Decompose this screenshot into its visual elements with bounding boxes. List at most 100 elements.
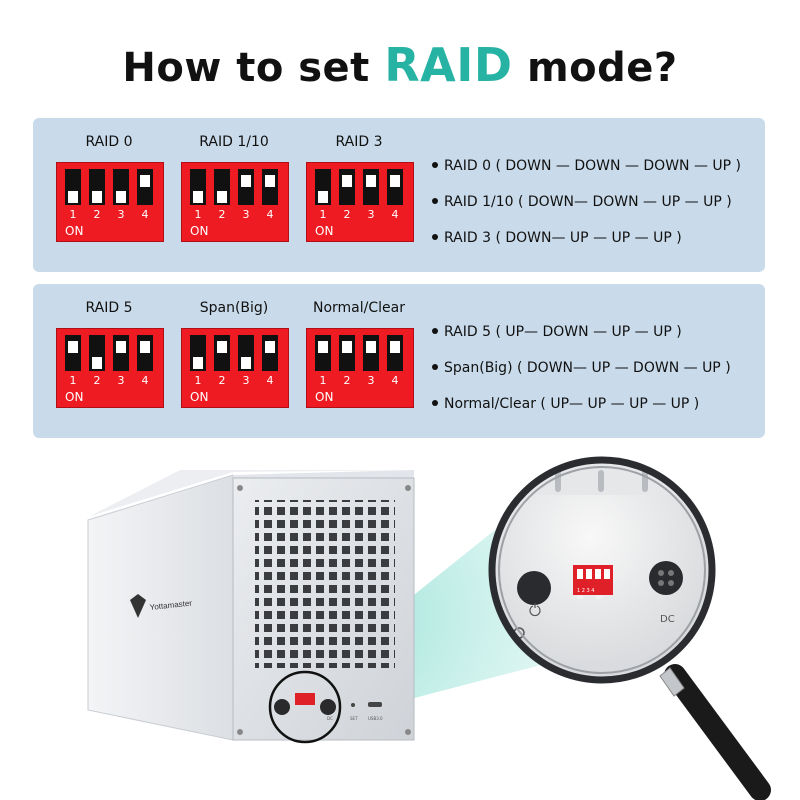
dip-knob: [342, 175, 352, 187]
dip-knob: [193, 357, 203, 369]
usb-port-icon: [368, 702, 382, 707]
dip-number: 1: [69, 208, 77, 221]
raid-mode-text: RAID 3 ( DOWN— UP — UP — UP ): [444, 230, 682, 246]
dip-number: 1: [69, 374, 77, 387]
bullet-icon: [432, 328, 438, 334]
dip-slot: [89, 335, 105, 371]
dip-knob: [217, 341, 227, 353]
dip-label: DIP: [596, 595, 603, 600]
dip-slot: [190, 335, 206, 371]
dip-number: 2: [93, 208, 101, 221]
dip-knob: [265, 175, 275, 187]
dip-knob: [140, 341, 150, 353]
vent-grille: [255, 500, 395, 668]
dip-slot: [339, 335, 355, 371]
dip-knob: [217, 191, 227, 203]
dip-number: 3: [117, 374, 125, 387]
dip-on-label: ON: [315, 224, 334, 238]
dip-knob: [116, 341, 126, 353]
dip-knob: [390, 175, 400, 187]
dip-knob: [193, 191, 203, 203]
dip-number: 1: [194, 208, 202, 221]
magnifier-handle: [664, 664, 771, 800]
dip-slot: [315, 335, 331, 371]
dip-number: 4: [391, 374, 399, 387]
device-illustration: Yottamaster DC SET USB3.0 1 2 3 4 ON DIP…: [87, 456, 771, 800]
dip-knob: [366, 175, 376, 187]
dip-slot: [113, 335, 129, 371]
dip-on-label: ON: [190, 224, 209, 238]
bullet-icon: [432, 400, 438, 406]
dip-number: 3: [117, 208, 125, 221]
bullet-icon: [432, 364, 438, 370]
dip-knob: [92, 357, 102, 369]
dip-on-label: ON: [190, 390, 209, 404]
dip-number: 2: [93, 374, 101, 387]
dip-number: 2: [218, 374, 226, 387]
dip-slot: [89, 169, 105, 205]
set-button-icon: [351, 703, 355, 707]
dip-number: 4: [266, 208, 274, 221]
raid-mode-row: RAID 5 ( UP— DOWN — UP — UP ): [432, 324, 682, 340]
dip-slot: [137, 169, 153, 205]
dip-knob: [68, 191, 78, 203]
raid-mode-row: Normal/Clear ( UP— UP — UP — UP ): [432, 396, 699, 412]
raid-mode-row: RAID 3 ( DOWN— UP — UP — UP ): [432, 230, 682, 246]
dip-slot: [190, 169, 206, 205]
dc-label-small: DC: [327, 716, 333, 721]
dip-on-label: ON: [65, 224, 84, 238]
raid-mode-text: RAID 0 ( DOWN — DOWN — DOWN — UP ): [444, 158, 742, 174]
dip-number: 1: [194, 374, 202, 387]
svg-text:1 2 3 4: 1 2 3 4: [577, 588, 595, 594]
dip-number: 3: [367, 208, 375, 221]
page-title: How to set RAID mode?: [0, 38, 800, 92]
raid-mode-text: RAID 1/10 ( DOWN— DOWN — UP — UP ): [444, 194, 732, 210]
dip-number: 4: [266, 374, 274, 387]
dip-number: 2: [343, 208, 351, 221]
dc-port-icon: [320, 699, 336, 715]
dip-knob: [265, 341, 275, 353]
dip-knob: [318, 191, 328, 203]
power-button-icon: [274, 699, 290, 715]
dip-knob: [318, 341, 328, 353]
dip-number: 1: [319, 208, 327, 221]
title-accent: RAID: [384, 38, 513, 92]
dip-slot: [339, 169, 355, 205]
raid-mode-text: Span(Big) ( DOWN— UP — DOWN — UP ): [444, 360, 731, 376]
title-prefix: How to set: [122, 45, 385, 91]
dc-label: DC: [660, 614, 675, 625]
dip-switch-icon: [295, 693, 315, 705]
switch-label: RAID 1/10: [199, 134, 269, 150]
dip-number: 2: [343, 374, 351, 387]
dip-knob: [241, 357, 251, 369]
switch-label: RAID 5: [85, 300, 133, 316]
dip-knob: [92, 191, 102, 203]
dip-number: 2: [218, 208, 226, 221]
raid-mode-row: RAID 0 ( DOWN — DOWN — DOWN — UP ): [432, 158, 741, 174]
highlight-circle: [268, 670, 342, 744]
switch-label: RAID 3: [335, 134, 383, 150]
bullet-icon: [432, 234, 438, 240]
dip-on-label: ON: [315, 390, 334, 404]
dip-number: 4: [141, 374, 149, 387]
brand-logo-icon: [130, 594, 146, 618]
bullet-icon: [432, 162, 438, 168]
dip-slot: [214, 335, 230, 371]
title-suffix: mode?: [512, 45, 678, 91]
dip-on-label: ON: [577, 595, 583, 600]
dip-knob: [366, 341, 376, 353]
dip-knob: [390, 341, 400, 353]
dip-slot: [387, 169, 403, 205]
dip-knob: [116, 191, 126, 203]
dip-knob: [68, 341, 78, 353]
dip-slot: [387, 335, 403, 371]
switch-label: RAID 0: [85, 134, 133, 150]
dip-number: 1: [319, 374, 327, 387]
dip-slot: [65, 169, 81, 205]
dip-slot: [65, 335, 81, 371]
